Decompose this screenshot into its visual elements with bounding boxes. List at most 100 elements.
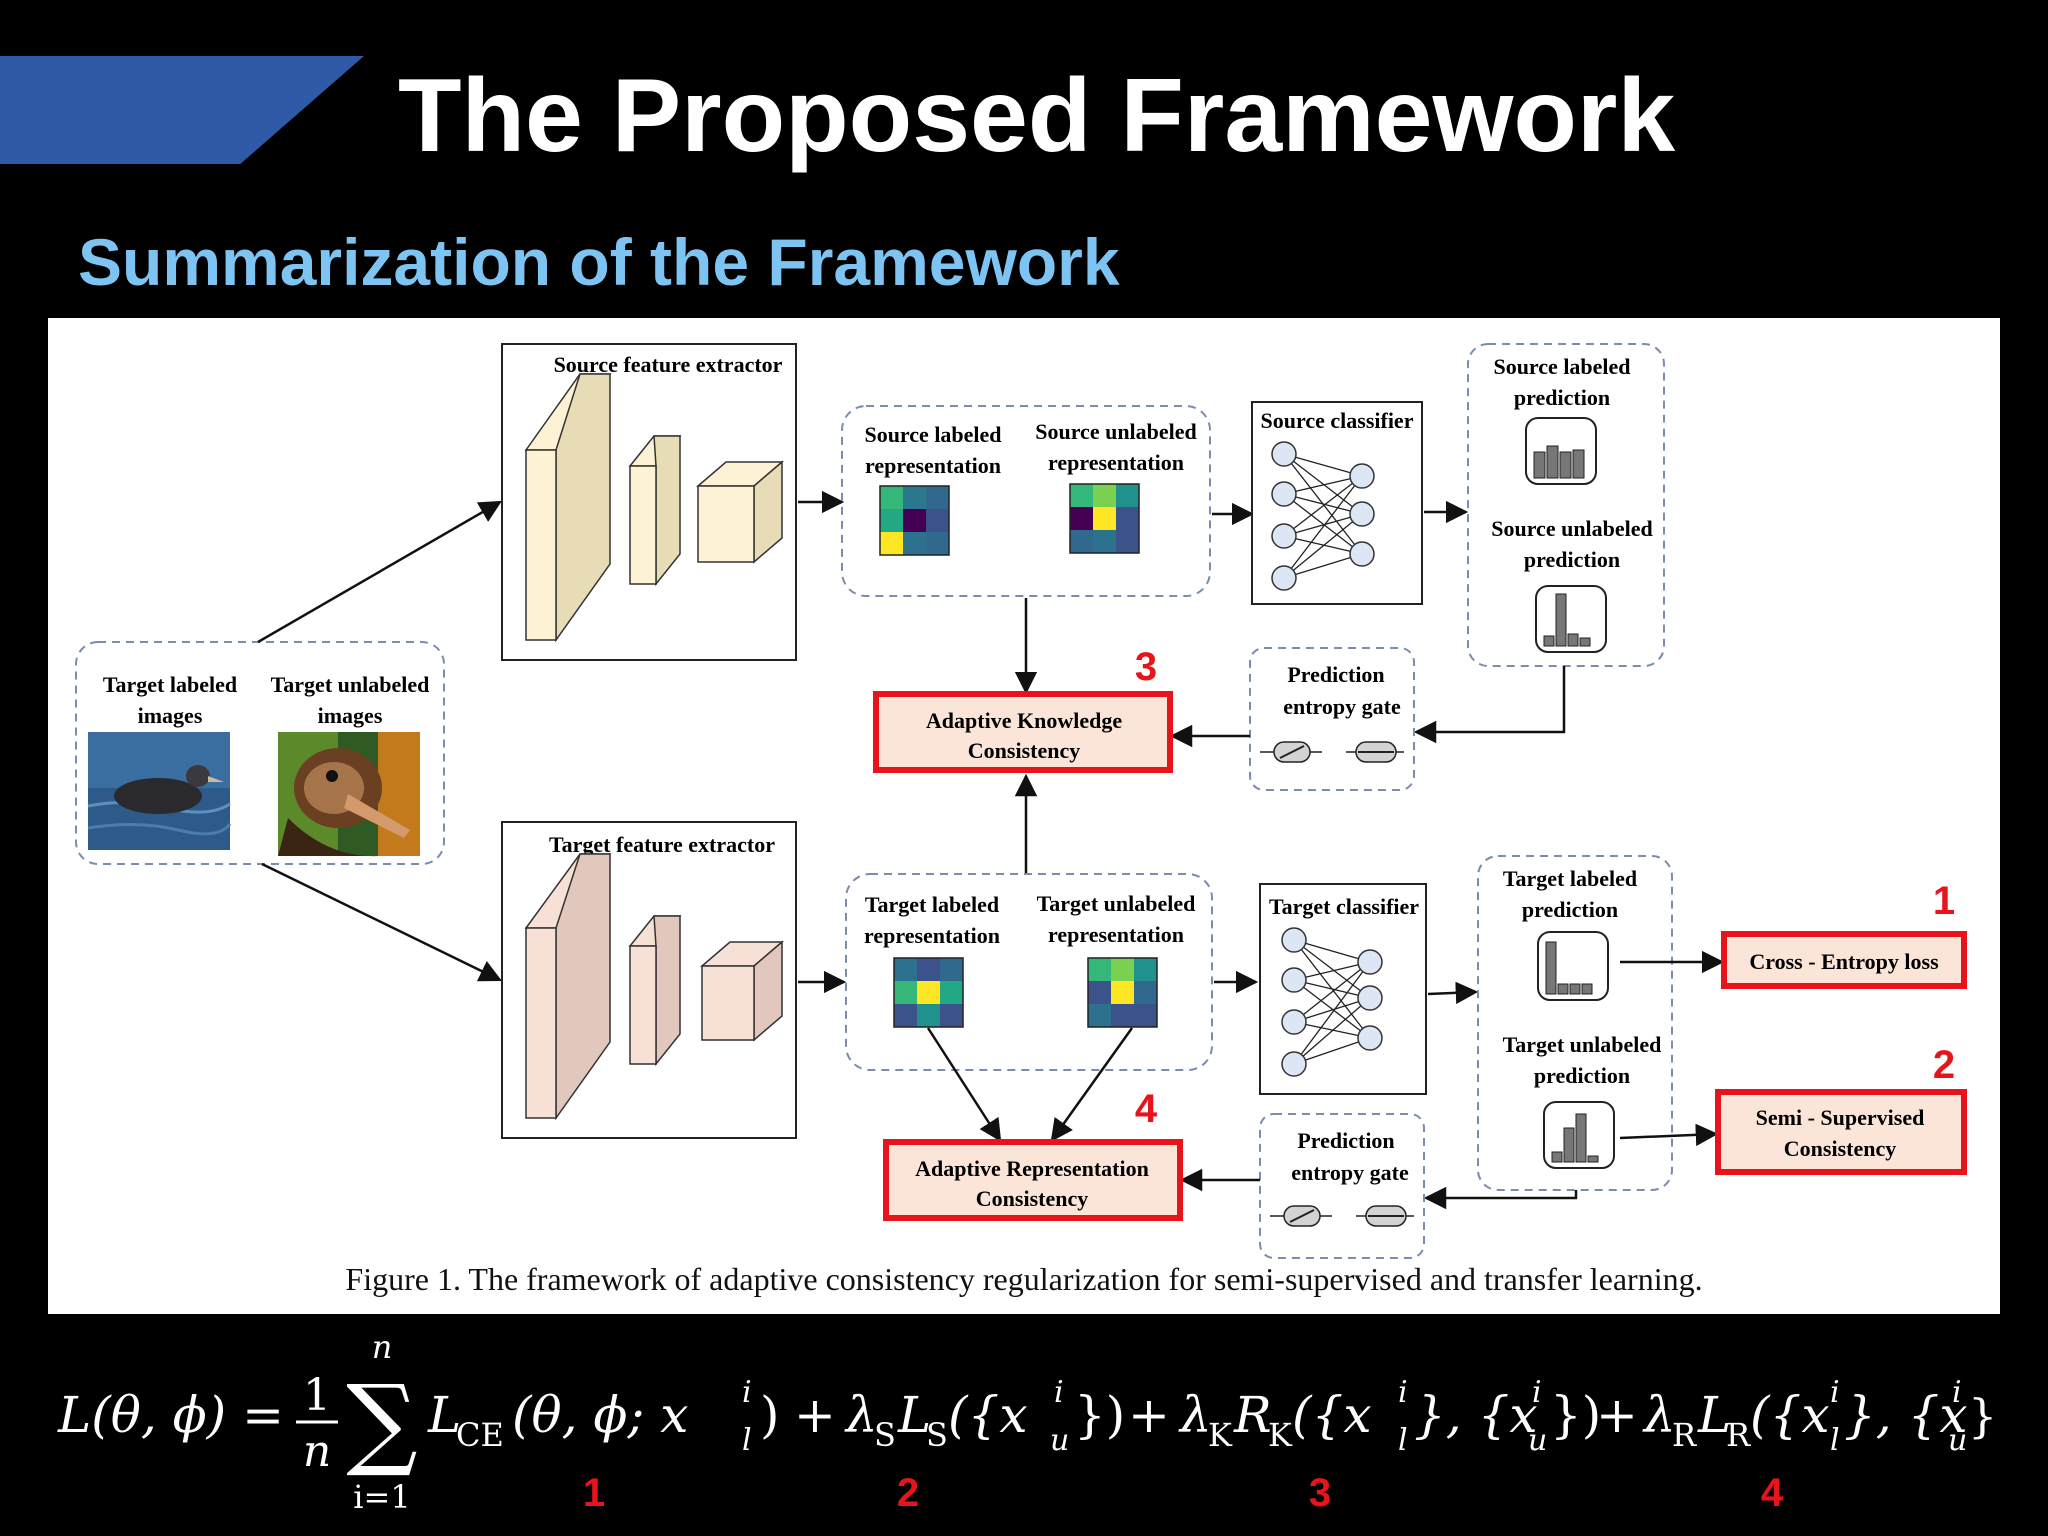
svg-text:Prediction: Prediction — [1297, 1128, 1394, 1153]
svg-text:L: L — [1697, 1386, 1731, 1444]
source-unlabeled-heatmap — [1069, 483, 1140, 554]
target-unlabeled-heatmap — [1087, 957, 1158, 1028]
svg-text:λ: λ — [1178, 1386, 1212, 1444]
svg-text:Source labeled: Source labeled — [864, 422, 1001, 447]
adaptive-representation-consistency-box: Adaptive Representation Consistency — [883, 1139, 1183, 1221]
svg-text:images: images — [138, 703, 203, 728]
term-knowledge-consistency: λ K R K ({x i l }, {x i u }) — [1178, 1375, 1601, 1458]
svg-text:Prediction: Prediction — [1287, 662, 1384, 687]
source-representation-box: Source labeled representation Source unl… — [841, 405, 1211, 597]
svg-text:+: + — [1128, 1386, 1170, 1444]
input-images-box: Target labeled images Target unlabeled i… — [75, 641, 445, 865]
figure-caption: Figure 1. The framework of adaptive cons… — [345, 1261, 1702, 1297]
svg-text:prediction: prediction — [1524, 547, 1620, 572]
svg-text:CE: CE — [456, 1416, 504, 1454]
target-unlabeled-images-label: Target unlabeled — [271, 672, 430, 697]
target-entropy-gate: Prediction entropy gate — [1259, 1113, 1425, 1259]
svg-text:Cross - Entropy loss: Cross - Entropy loss — [1749, 949, 1939, 974]
albatross-closeup-photo — [278, 732, 420, 857]
svg-text:Source classifier: Source classifier — [1261, 408, 1414, 433]
svg-text:L: L — [427, 1386, 461, 1444]
svg-text:(θ, ϕ; x: (θ, ϕ; x — [512, 1386, 688, 1444]
svg-text:({x: ({x — [1750, 1386, 1830, 1444]
source-unlabeled-histogram-icon — [1535, 585, 1607, 653]
svg-text:u: u — [1050, 1423, 1069, 1458]
marker-2: 2 — [1933, 1043, 1955, 1087]
svg-text:Adaptive Representation: Adaptive Representation — [915, 1156, 1149, 1181]
svg-text:): ) — [760, 1386, 780, 1444]
term-semi-supervised: λ S L S ({x i u }) — [844, 1375, 1125, 1458]
svg-text:Adaptive Knowledge: Adaptive Knowledge — [926, 708, 1122, 733]
source-entropy-gate: Prediction entropy gate — [1249, 647, 1415, 791]
svg-text:Source unlabeled: Source unlabeled — [1491, 516, 1653, 541]
svg-text:S: S — [874, 1416, 896, 1454]
source-labeled-heatmap — [879, 485, 950, 556]
switch-open-icon — [1260, 741, 1322, 763]
target-unlabeled-histogram-icon — [1543, 1101, 1615, 1169]
svg-text:K: K — [1208, 1416, 1233, 1454]
svg-text:i: i — [742, 1375, 752, 1410]
svg-text:Source unlabeled: Source unlabeled — [1035, 419, 1197, 444]
svg-text:l: l — [1398, 1423, 1408, 1458]
svg-text:K: K — [1268, 1416, 1293, 1454]
target-labeled-images-label: Target labeled — [103, 672, 237, 697]
svg-text:Target labeled: Target labeled — [865, 892, 999, 917]
svg-text:entropy gate: entropy gate — [1291, 1160, 1409, 1185]
target-representation-box: Target labeled representation Target unl… — [845, 873, 1213, 1071]
svg-text:images: images — [318, 703, 383, 728]
svg-text:i: i — [1952, 1375, 1962, 1410]
term-label-2: 2 — [897, 1471, 919, 1515]
marker-1: 1 — [1933, 879, 1955, 923]
svg-text:Semi - Supervised: Semi - Supervised — [1756, 1105, 1925, 1130]
source-classifier: Source classifier — [1251, 401, 1423, 605]
target-prediction-box: Target labeled prediction Target unlabel… — [1477, 855, 1673, 1191]
svg-text:S: S — [926, 1416, 948, 1454]
slide-title: The Proposed Framework — [398, 58, 1676, 174]
source-feature-extractor: Source feature extractor — [501, 343, 797, 661]
slide-subtitle: Summarization of the Framework — [78, 225, 1120, 299]
svg-text:Source feature extractor: Source feature extractor — [554, 352, 783, 377]
cross-entropy-loss-box: Cross - Entropy loss — [1721, 931, 1967, 989]
term-label-1: 1 — [583, 1471, 605, 1515]
svg-text:Target feature extractor: Target feature extractor — [549, 832, 775, 857]
source-prediction-box: Source labeled prediction Source unlabel… — [1467, 343, 1665, 667]
albatross-photo — [87, 732, 232, 850]
svg-text:Target labeled: Target labeled — [1503, 866, 1637, 891]
target-feature-extractor: Target feature extractor — [501, 821, 797, 1139]
target-classifier: Target classifier — [1259, 883, 1427, 1095]
term-label-4: 4 — [1761, 1471, 1784, 1515]
svg-text:entropy gate: entropy gate — [1283, 694, 1401, 719]
svg-text:representation: representation — [1048, 450, 1184, 475]
term-representation-consistency: λ R L R ({x i l }, {x i u }) — [1642, 1375, 1996, 1458]
svg-text:}): }) — [1550, 1386, 1601, 1444]
svg-text:prediction: prediction — [1514, 385, 1610, 410]
adaptive-knowledge-consistency-box: Adaptive Knowledge Consistency — [873, 691, 1173, 773]
marker-3: 3 — [1135, 645, 1157, 689]
target-labeled-histogram-icon — [1537, 931, 1609, 1001]
svg-text:Consistency: Consistency — [968, 738, 1080, 763]
svg-text:}): }) — [1074, 1386, 1125, 1444]
svg-text:i: i — [1398, 1375, 1408, 1410]
switch-closed-icon — [1356, 1205, 1414, 1227]
svg-text:R: R — [1672, 1416, 1697, 1454]
svg-text:R: R — [1233, 1386, 1272, 1444]
svg-text:prediction: prediction — [1534, 1063, 1630, 1088]
svg-text:Target unlabeled: Target unlabeled — [1503, 1032, 1662, 1057]
svg-text:λ: λ — [1642, 1386, 1676, 1444]
svg-text:Source labeled: Source labeled — [1493, 354, 1630, 379]
svg-text:u: u — [1948, 1423, 1967, 1458]
svg-text:i: i — [1532, 1375, 1542, 1410]
svg-text:Target unlabeled: Target unlabeled — [1037, 891, 1196, 916]
svg-text:i: i — [1054, 1375, 1064, 1410]
svg-text:i: i — [1830, 1375, 1840, 1410]
title-banner-shape — [0, 56, 364, 164]
svg-text:λ: λ — [844, 1386, 878, 1444]
svg-text:representation: representation — [1048, 922, 1184, 947]
svg-text:prediction: prediction — [1522, 897, 1618, 922]
sum-upper-limit: n — [372, 1328, 393, 1366]
fraction-denominator: n — [303, 1426, 331, 1477]
svg-text:Consistency: Consistency — [1784, 1136, 1896, 1161]
loss-equation: L(θ, ϕ) = 1 n n ∑ i=1 L CE (θ, ϕ; x i l … — [56, 1318, 1996, 1518]
target-labeled-heatmap — [893, 957, 964, 1028]
svg-text:R: R — [1726, 1416, 1751, 1454]
